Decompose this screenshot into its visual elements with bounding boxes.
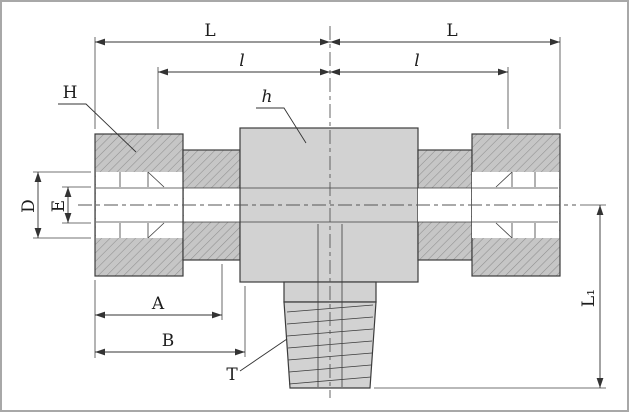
dim-l-left: l	[157, 51, 330, 129]
leader-T	[239, 338, 288, 372]
dim-D: D	[19, 171, 91, 239]
dim-label-l-right: l	[414, 51, 419, 71]
dim-label-E: E	[49, 200, 69, 212]
dim-A: A	[94, 264, 223, 358]
callout-T: T	[226, 338, 288, 385]
callout-label-T: T	[226, 365, 238, 385]
dim-label-D: D	[19, 199, 39, 213]
left-nut-internal-detail	[119, 171, 165, 239]
dim-L-left: L	[94, 21, 330, 129]
dim-L1: L₁	[374, 204, 606, 389]
callout-h: h	[256, 87, 307, 144]
dim-label-B: B	[162, 331, 175, 351]
dim-label-L1: L₁	[579, 289, 599, 307]
callout-label-H: H	[63, 83, 78, 103]
dim-label-L-left: L	[204, 21, 215, 41]
leader-h	[256, 107, 307, 144]
callout-H: H	[58, 83, 137, 153]
dim-l-right: l	[330, 51, 509, 129]
leader-H	[58, 103, 137, 153]
dim-label-l-left: l	[239, 51, 244, 71]
dim-label-A: A	[151, 294, 165, 314]
dim-label-L-right: L	[446, 21, 457, 41]
dim-L-right: L	[330, 21, 561, 129]
right-nut-internal-detail	[495, 171, 536, 239]
callout-label-h: h	[262, 87, 273, 107]
bore-lines	[96, 187, 558, 387]
dim-B: B	[95, 286, 246, 357]
dim-E: E	[49, 186, 91, 224]
